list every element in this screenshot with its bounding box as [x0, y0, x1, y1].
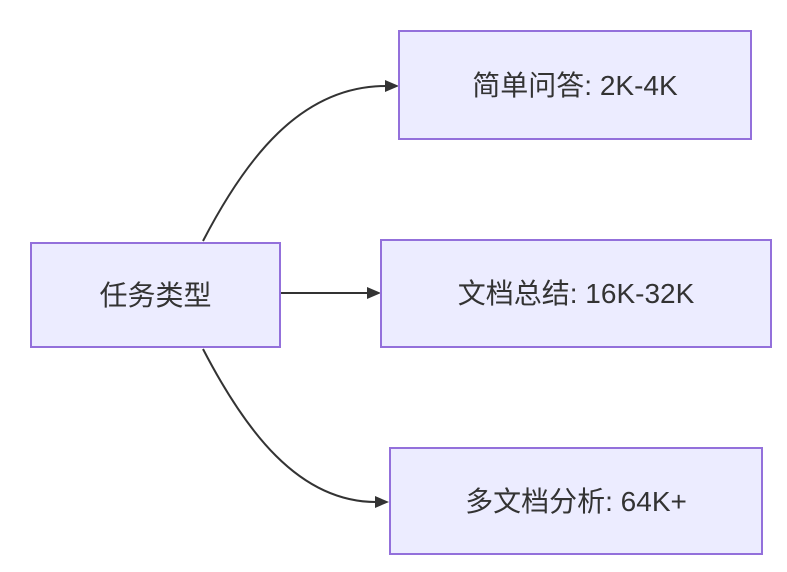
edge-task-to-simple-qa — [202, 80, 399, 242]
node-doc-summary-label: 文档总结: 16K-32K — [457, 278, 695, 309]
node-task-type-label: 任务类型 — [99, 279, 212, 311]
node-simple-qa-label: 简单问答: 2K-4K — [472, 69, 678, 101]
node-multi-doc-label: 多文档分析: 64K+ — [465, 485, 687, 517]
node-simple-qa: 简单问答: 2K-4K — [398, 30, 752, 140]
edge-task-to-multi-doc — [202, 348, 389, 508]
node-multi-doc: 多文档分析: 64K+ — [389, 447, 763, 555]
node-task-type: 任务类型 — [30, 242, 281, 348]
node-doc-summary: 文档总结: 16K-32K — [380, 239, 772, 348]
